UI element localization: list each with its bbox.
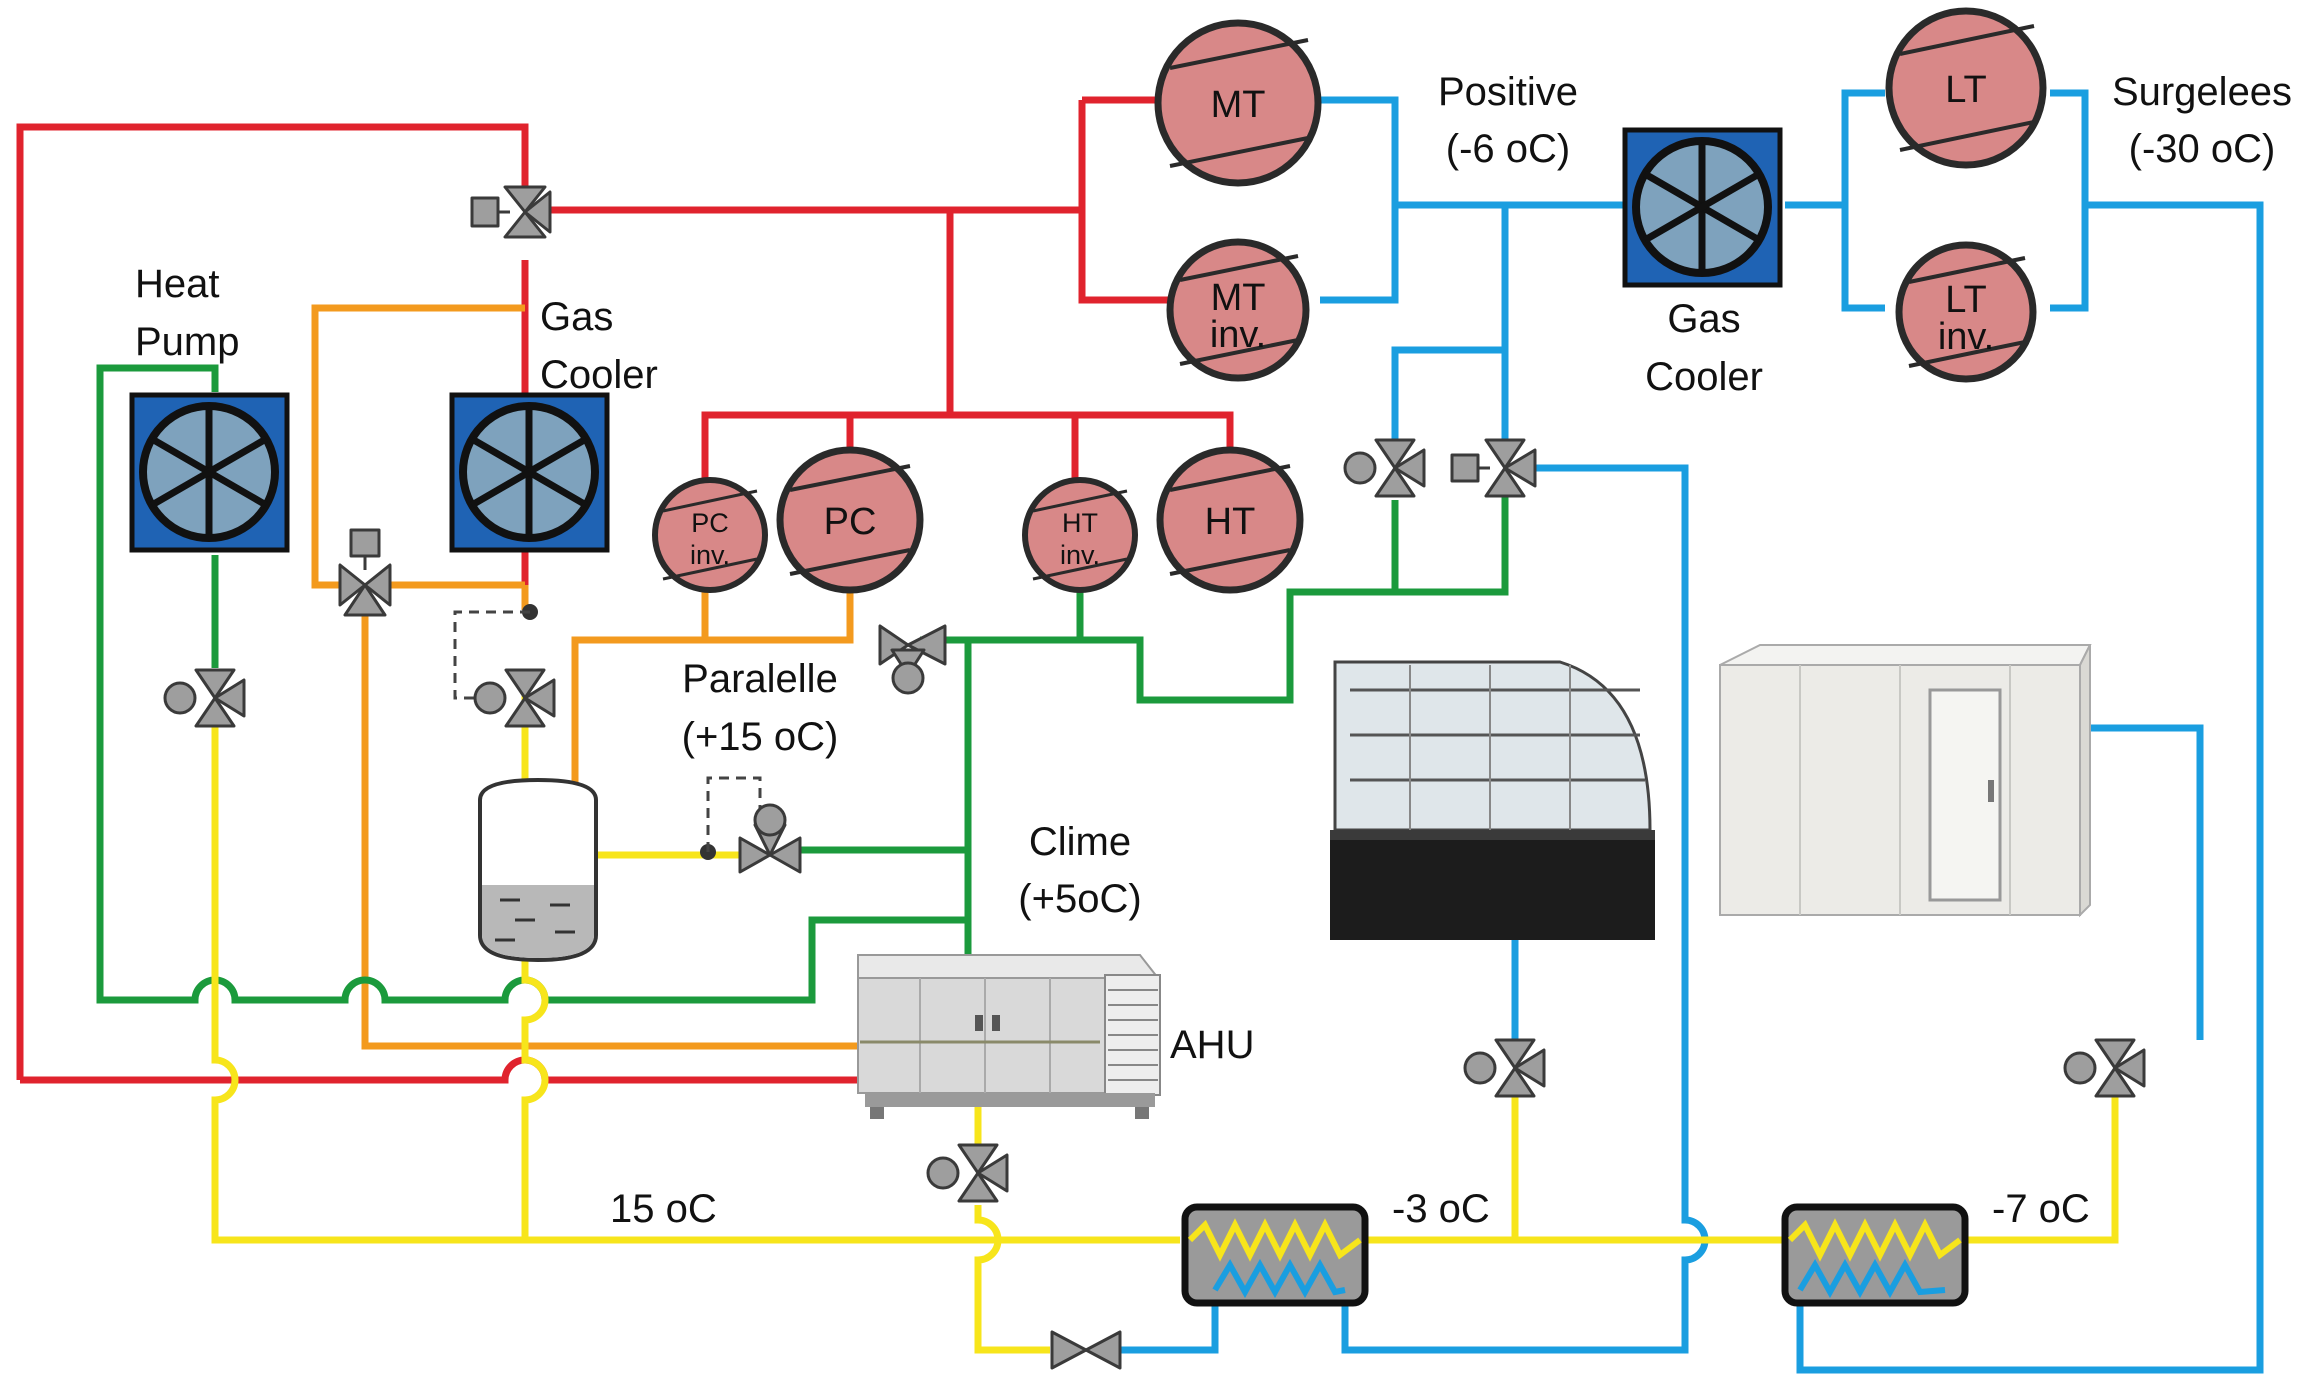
label-heat-pump-1: Heat [135,262,220,306]
pipes-yellow [211,690,2119,1354]
label-gas-cooler-right-2: Cooler [1645,355,1763,399]
pipes-orange [311,304,858,1050]
expansion-valve-icon [1463,1038,1546,1098]
expansion-valve-icon [473,668,556,728]
label-temp-minus7: -7 oC [1992,1187,2090,1231]
label-gas-cooler-left-2: Cooler [540,353,658,397]
axial-fan-icon [1632,137,1772,277]
heat-exchanger-icon [1781,1203,1969,1307]
air-handling-unit-icon [857,954,1161,1119]
compressor-ht-inv-label-2: inv. [1060,540,1100,570]
axial-fan-icon [139,402,279,542]
check-valve-icon [1050,1330,1122,1370]
label-paralelle-1: Paralelle [682,657,838,701]
compressor-mt-inv-label-2: inv. [1210,314,1266,356]
compressor-mt-inv-label-1: MT [1211,277,1266,319]
expansion-valve-icon [163,668,246,728]
compressor-mt-label: MT [1211,84,1266,126]
compressor-mt-inv: MT inv. [1166,238,1310,382]
expansion-valve-icon [738,803,802,874]
gas-cooler-right-fan-unit [1622,127,1783,288]
pilot-line-gas-cooler [453,610,530,700]
compressor-ht-inv-label-1: HT [1062,508,1098,538]
heat-exchanger-icon [1181,1203,1369,1307]
expansion-valve-icon [878,624,947,695]
axial-fan-icon [459,402,599,542]
compressor-ht: HT [1156,446,1304,594]
label-surgelees-1: Surgelees [2112,70,2292,114]
liquid-receiver-icon [478,777,598,963]
compressor-pc-inv: PC inv. [652,477,768,593]
compressor-lt-inv-label-1: LT [1945,279,1987,321]
expansion-valve-icon [926,1143,1009,1203]
compressor-pc-inv-label-2: inv. [690,540,730,570]
compressor-mt: MT [1154,19,1322,187]
compressor-ht-label: HT [1205,501,1256,543]
three-way-valve-icon [338,528,392,617]
expansion-valve-icon [2063,1038,2146,1098]
label-positive-1: Positive [1438,70,1578,114]
pipes-blue [1090,89,2264,1374]
compressor-lt-label: LT [1945,69,1987,111]
pilot-line-receiver [706,776,762,852]
heat-pump-fan-unit [129,392,290,553]
gas-cooler-left-fan-unit [449,392,610,553]
compressor-lt: LT [1885,7,2047,169]
cold-room-icon [1719,644,2092,918]
label-ahu: AHU [1170,1023,1254,1067]
label-gas-cooler-left-1: Gas [540,295,613,339]
compressor-ht-inv: HT inv. [1022,477,1138,593]
label-paralelle-2: (+15 oC) [682,715,839,759]
label-surgelees-2: (-30 oC) [2129,127,2276,171]
three-way-valve-icon [470,185,552,239]
compressor-lt-inv-label-2: inv. [1938,316,1994,358]
label-temp-15: 15 oC [610,1187,717,1231]
label-gas-cooler-right-1: Gas [1667,297,1740,341]
label-positive-2: (-6 oC) [1446,127,1570,171]
label-clime-1: Clime [1029,820,1131,864]
compressor-pc: PC [776,446,924,594]
pipes-red [16,96,1234,1084]
three-way-valve-icon [1450,438,1537,498]
refrigerated-display-case-icon [1330,660,1655,940]
label-clime-2: (+5oC) [1018,877,1141,921]
expansion-valve-icon [1343,438,1426,498]
compressor-pc-inv-label-1: PC [691,508,729,538]
compressor-pc-label: PC [824,501,877,543]
label-heat-pump-2: Pump [135,320,240,364]
label-temp-minus3: -3 oC [1392,1187,1490,1231]
compressor-lt-inv: LT inv. [1895,241,2037,383]
